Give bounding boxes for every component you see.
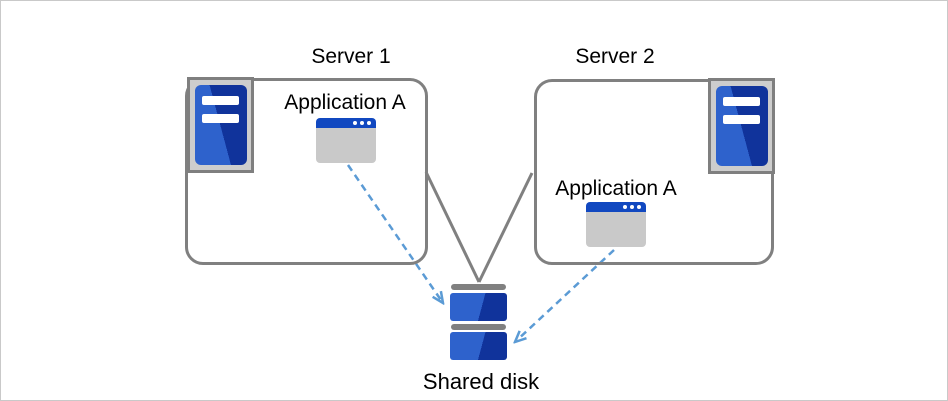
- server1-box: [185, 78, 428, 265]
- disk-stack-icon: [450, 293, 507, 321]
- server-icon-slot: [202, 114, 239, 123]
- window-dot: [630, 205, 634, 209]
- server-icon-slot: [202, 96, 239, 105]
- server-icon: [708, 78, 775, 174]
- app-window-titlebar: [316, 118, 376, 128]
- server-icon-slot: [723, 97, 760, 106]
- server2-title: Server 2: [575, 45, 655, 68]
- app-window-icon: [316, 118, 376, 163]
- server1-title: Server 1: [311, 45, 391, 68]
- window-dot: [360, 121, 364, 125]
- disk-stack-icon: [450, 332, 507, 360]
- server-icon-body: [195, 85, 247, 165]
- disk-stack-icon-cap: [451, 284, 506, 290]
- app-window-titlebar: [586, 202, 646, 212]
- app-window-icon: [586, 202, 646, 247]
- server2-app-label: Application A: [555, 177, 677, 200]
- server-icon-slot: [723, 115, 760, 124]
- window-dot: [367, 121, 371, 125]
- server-icon: [187, 77, 254, 173]
- app-window-body: [316, 128, 376, 163]
- app-window-dots: [623, 205, 641, 209]
- window-dot: [623, 205, 627, 209]
- shared-disk-label: Shared disk: [422, 369, 540, 394]
- app-window-dots: [353, 121, 371, 125]
- window-dot: [353, 121, 357, 125]
- server1-app-label: Application A: [284, 91, 406, 114]
- connector-line-server2-disk: [477, 172, 534, 283]
- server-icon-body: [716, 86, 768, 166]
- connector-line-server1-disk: [424, 171, 481, 283]
- disk-stack-icon-cap: [451, 324, 506, 330]
- app-window-body: [586, 212, 646, 247]
- window-dot: [637, 205, 641, 209]
